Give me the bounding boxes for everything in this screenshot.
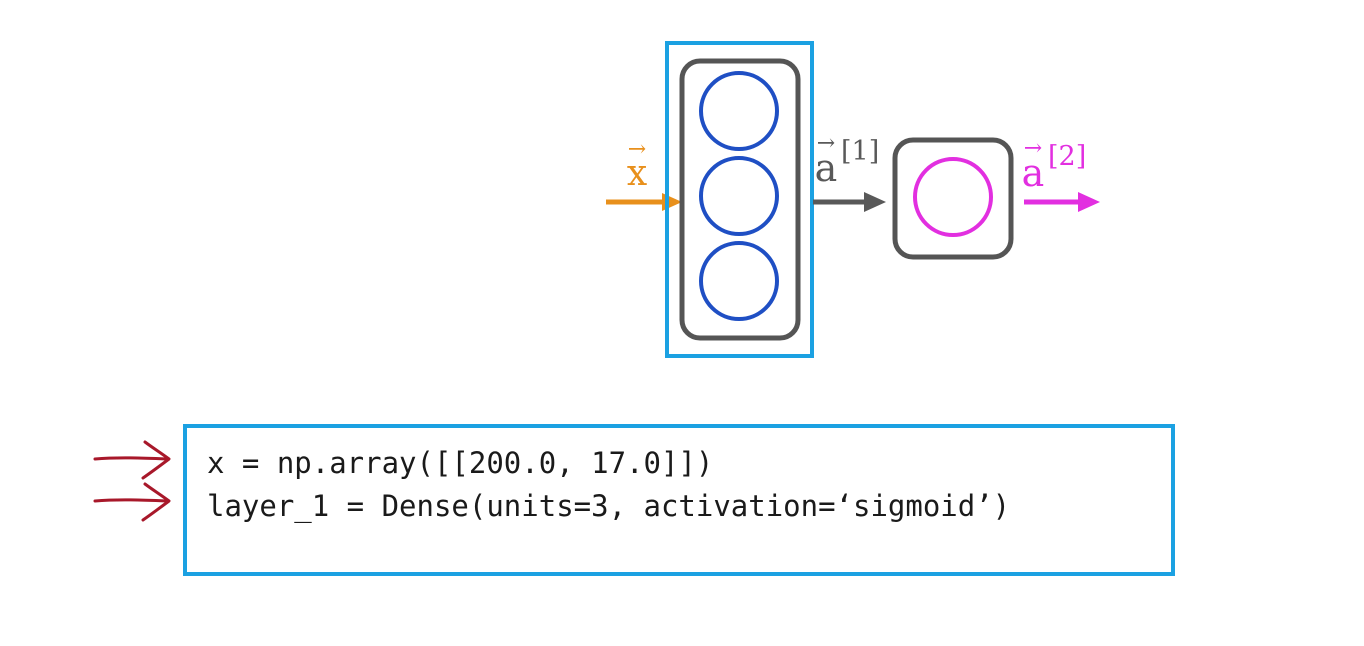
activation-1-superscript: [1] [841,136,879,167]
input-label-base: x [627,153,647,194]
code-line: layer_1 = Dense(units=3, activation=‘sig… [207,489,1011,523]
pointer-arrow-icon [93,482,171,522]
activation-2-label: → a [2] [1022,136,1087,195]
hidden-neuron-3 [699,241,779,321]
input-label-x: → x [627,137,647,194]
hidden-layer-box [679,58,801,341]
activation-2-base: a [1022,151,1045,195]
output-neuron [913,157,993,237]
activation-1-base: a [815,146,838,190]
input-vector-arrow: → [628,137,646,162]
activation-1-arrow [813,192,886,212]
input-arrow [606,193,682,211]
activation-2-vector-arrow: → [1024,136,1042,161]
activation-1-vector-arrow: → [817,131,835,156]
code-box: x = np.array([[200.0, 17.0]]) layer_1 = … [183,424,1175,576]
hidden-neuron-1 [699,71,779,151]
code-line: x = np.array([[200.0, 17.0]]) [207,446,714,480]
hidden-layer-highlight [665,41,814,358]
hidden-neuron-2 [699,156,779,236]
pointer-arrow-icon [93,440,171,480]
activation-1-label: → a [1] [815,131,880,190]
output-layer-box [892,137,1014,260]
activation-2-arrow [1024,192,1100,212]
activation-2-superscript: [2] [1048,141,1086,172]
